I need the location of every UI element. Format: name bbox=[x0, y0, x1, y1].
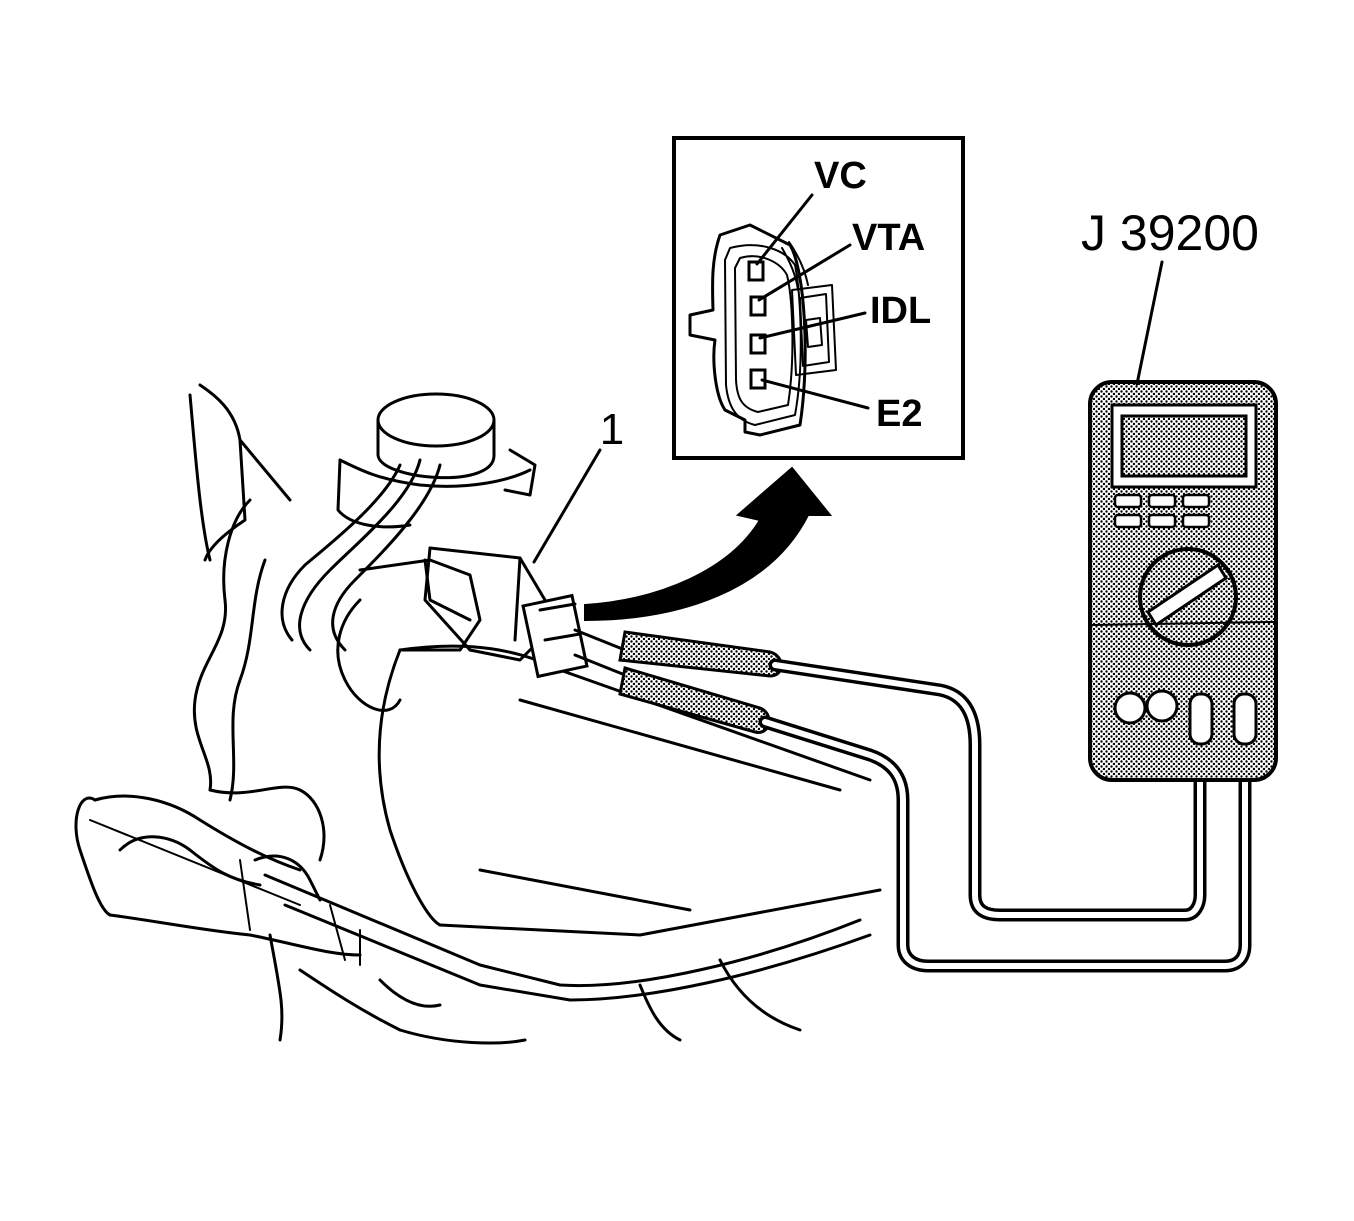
curved-arrow-icon bbox=[584, 466, 833, 622]
tool-label: J 39200 bbox=[1081, 205, 1259, 261]
tool-leader bbox=[1135, 260, 1164, 386]
pin-label-vta: VTA bbox=[852, 217, 925, 259]
digital-multimeter bbox=[1088, 380, 1278, 782]
pin-label-idl: IDL bbox=[870, 290, 931, 332]
callout-leader bbox=[532, 448, 602, 564]
connector-inset bbox=[672, 136, 965, 460]
pin-label-e2: E2 bbox=[876, 393, 922, 435]
test-leads bbox=[758, 658, 1252, 973]
test-probes bbox=[573, 628, 783, 734]
throttle-body-drawing bbox=[74, 383, 882, 1045]
callout-number: 1 bbox=[600, 405, 624, 454]
tps-connector bbox=[423, 546, 589, 679]
pin-label-vc: VC bbox=[814, 155, 867, 197]
